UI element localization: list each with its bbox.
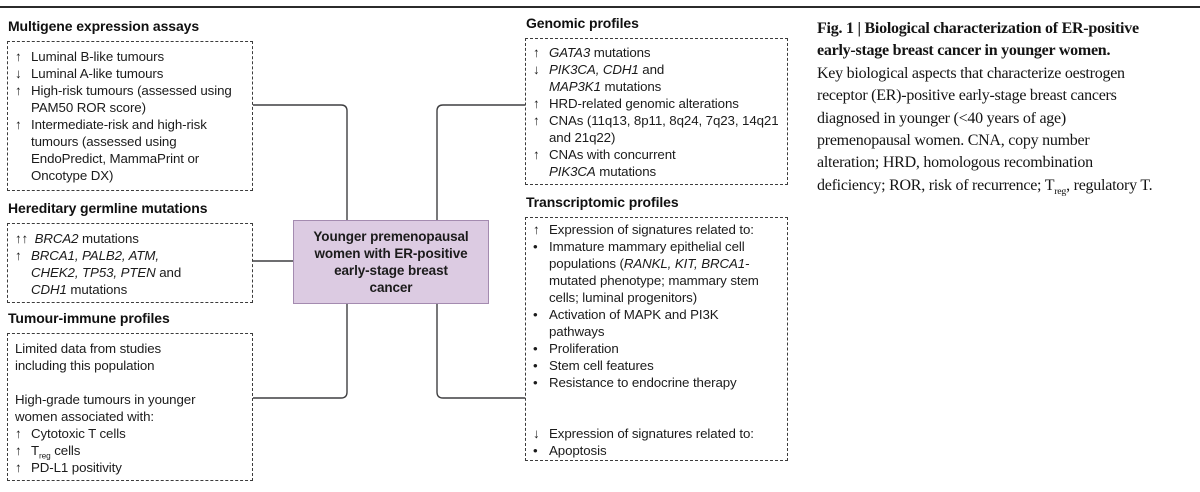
- panel-title-hereditary: Hereditary germline mutations: [8, 200, 208, 216]
- panel-title-multigene: Multigene expression assays: [8, 18, 200, 34]
- panel-box-transcriptomic: ↑Expression of signatures related to:•Im…: [525, 217, 788, 461]
- panel-title-genomic: Genomic profiles: [526, 15, 639, 31]
- connector-center-to-genomic: [436, 104, 525, 220]
- figure-caption: Fig. 1 | Biological characterization of …: [817, 20, 1153, 198]
- panel-genomic: Genomic profiles ↑GATA3 mutations↓PIK3CA…: [525, 14, 788, 185]
- panel-immune: Tumour-immune profiles Limited data from…: [7, 309, 253, 481]
- panel-hereditary: Hereditary germline mutations ↑↑ BRCA2 m…: [7, 199, 253, 303]
- panel-multigene: Multigene expression assays ↑Luminal B-l…: [7, 17, 253, 191]
- panel-box-multigene: ↑Luminal B-like tumours↓Luminal A-like t…: [7, 41, 253, 191]
- connector-immune-to-center: [253, 304, 348, 399]
- connector-center-to-transcriptomic: [436, 304, 525, 399]
- panel-title-transcriptomic: Transcriptomic profiles: [526, 194, 679, 210]
- connector-multigene-to-center: [253, 104, 348, 220]
- panel-title-immune: Tumour-immune profiles: [8, 310, 170, 326]
- panel-box-hereditary: ↑↑ BRCA2 mutations↑BRCA1, PALB2, ATM,CHE…: [7, 223, 253, 303]
- figure-top-rule: [0, 6, 1200, 8]
- panel-transcriptomic: Transcriptomic profiles ↑Expression of s…: [525, 193, 788, 461]
- center-node-population: Younger premenopausal women with ER-posi…: [293, 220, 489, 304]
